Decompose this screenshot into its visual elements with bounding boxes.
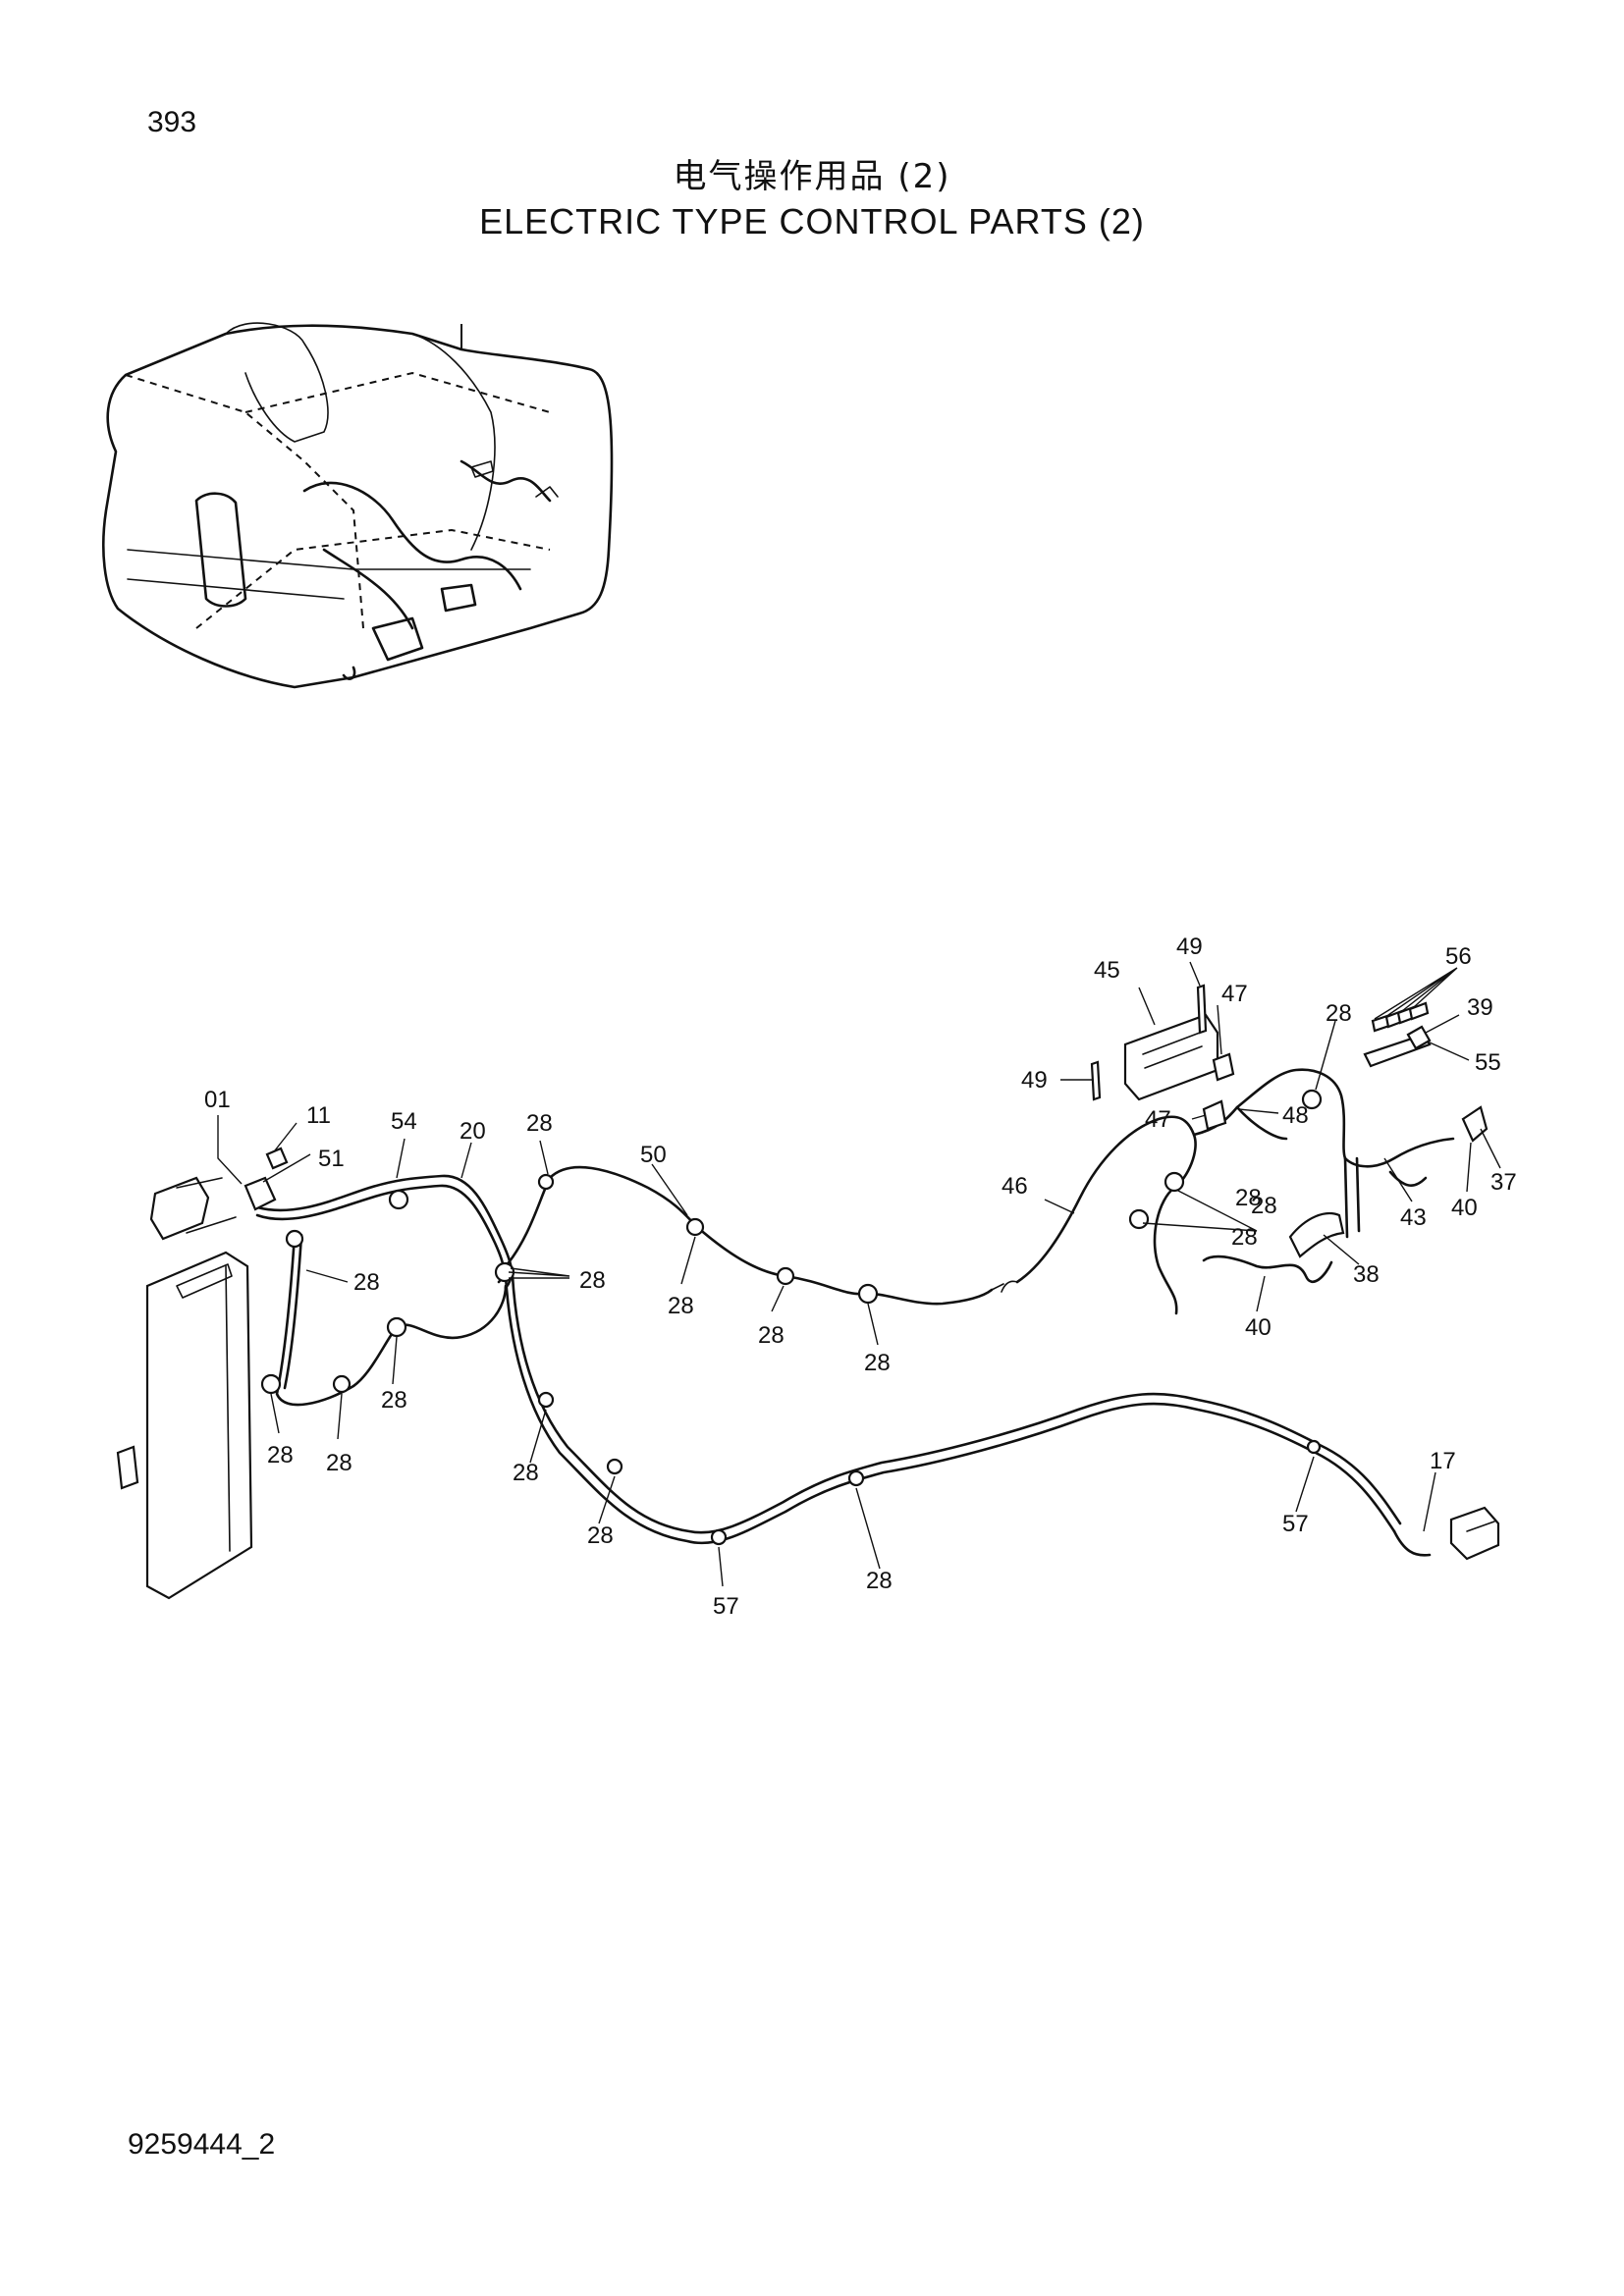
document-code: 9259444_2 — [128, 2128, 276, 2161]
callout: 38 — [1353, 1261, 1380, 1288]
clamps — [260, 1089, 1323, 1546]
title-chinese: 电气操作用品 (2) — [673, 157, 951, 196]
callout: 37 — [1490, 1169, 1517, 1196]
clamp — [1164, 1171, 1185, 1193]
callout: 47 — [1145, 1106, 1171, 1133]
leader-lines — [217, 961, 1501, 1587]
callout: 28 — [1251, 1193, 1277, 1219]
callout: 11 — [306, 1102, 331, 1129]
callout: 48 — [1282, 1102, 1309, 1129]
clamp — [260, 1373, 282, 1395]
clamp — [857, 1283, 879, 1305]
callout: 28 — [353, 1269, 380, 1296]
clamp — [847, 1469, 865, 1487]
part-17 — [1449, 1506, 1500, 1561]
clamp — [537, 1391, 555, 1409]
callout: 51 — [318, 1146, 345, 1172]
callout: 28 — [587, 1522, 614, 1549]
callout: 28 — [758, 1322, 785, 1349]
page-number: 393 — [147, 106, 197, 138]
callout: 39 — [1467, 994, 1493, 1021]
callout: 17 — [1430, 1448, 1456, 1474]
clamp — [710, 1528, 728, 1546]
part-01 — [149, 1176, 210, 1241]
clamp — [685, 1217, 705, 1237]
clamp — [285, 1229, 304, 1249]
title-english: ELECTRIC TYPE CONTROL PARTS (2) — [479, 201, 1145, 241]
clamp — [1306, 1439, 1322, 1455]
callout: 54 — [391, 1108, 417, 1135]
clamp — [332, 1374, 352, 1394]
callout: 28 — [513, 1460, 539, 1486]
components — [116, 984, 1500, 1600]
part-49-top — [1196, 984, 1208, 1035]
cab-overview — [102, 322, 614, 689]
clamp — [1301, 1089, 1323, 1110]
callout: 47 — [1221, 981, 1248, 1007]
part-38 — [1288, 1211, 1345, 1258]
part-39 — [1406, 1025, 1432, 1050]
part-51 — [244, 1176, 277, 1211]
part-47 — [1212, 1052, 1235, 1082]
clamp — [606, 1458, 623, 1475]
callout: 57 — [713, 1593, 739, 1620]
callout: 28 — [668, 1293, 694, 1319]
callout: 28 — [381, 1387, 407, 1414]
callout: 57 — [1282, 1511, 1309, 1537]
clamp — [537, 1173, 555, 1191]
callout: 28 — [267, 1442, 294, 1468]
clamp — [1128, 1208, 1150, 1230]
callout-labels: 01 11 51 54 20 28 28 28 28 50 28 28 28 2… — [204, 934, 1517, 1620]
callout: 50 — [640, 1142, 667, 1168]
callout: 28 — [1326, 1000, 1352, 1027]
callout: 28 — [579, 1267, 606, 1294]
callout: 28 — [866, 1568, 893, 1594]
callout: 45 — [1094, 957, 1120, 984]
callout: 49 — [1176, 934, 1203, 960]
callout: 40 — [1245, 1314, 1272, 1341]
part-37 — [1461, 1105, 1489, 1143]
callout: 46 — [1001, 1173, 1028, 1200]
callout: 49 — [1021, 1067, 1048, 1094]
callout: 01 — [204, 1087, 231, 1113]
callout: 28 — [864, 1350, 891, 1376]
callout: 56 — [1445, 943, 1472, 970]
callout: 28 — [526, 1110, 553, 1137]
part-49-left — [1090, 1060, 1102, 1101]
harness-main — [255, 1068, 1455, 1557]
callout: 40 — [1451, 1195, 1478, 1221]
callout: 55 — [1475, 1049, 1501, 1076]
clamp — [386, 1316, 407, 1338]
callout: 43 — [1400, 1204, 1427, 1231]
callout: 28 — [1235, 1185, 1262, 1211]
callout: 20 — [460, 1118, 486, 1145]
clamp — [776, 1266, 795, 1286]
clamp — [388, 1189, 409, 1210]
callout: 28 — [1231, 1224, 1258, 1251]
part-11 — [265, 1147, 289, 1170]
callout: 28 — [326, 1450, 352, 1476]
controller-panel — [145, 1251, 253, 1600]
